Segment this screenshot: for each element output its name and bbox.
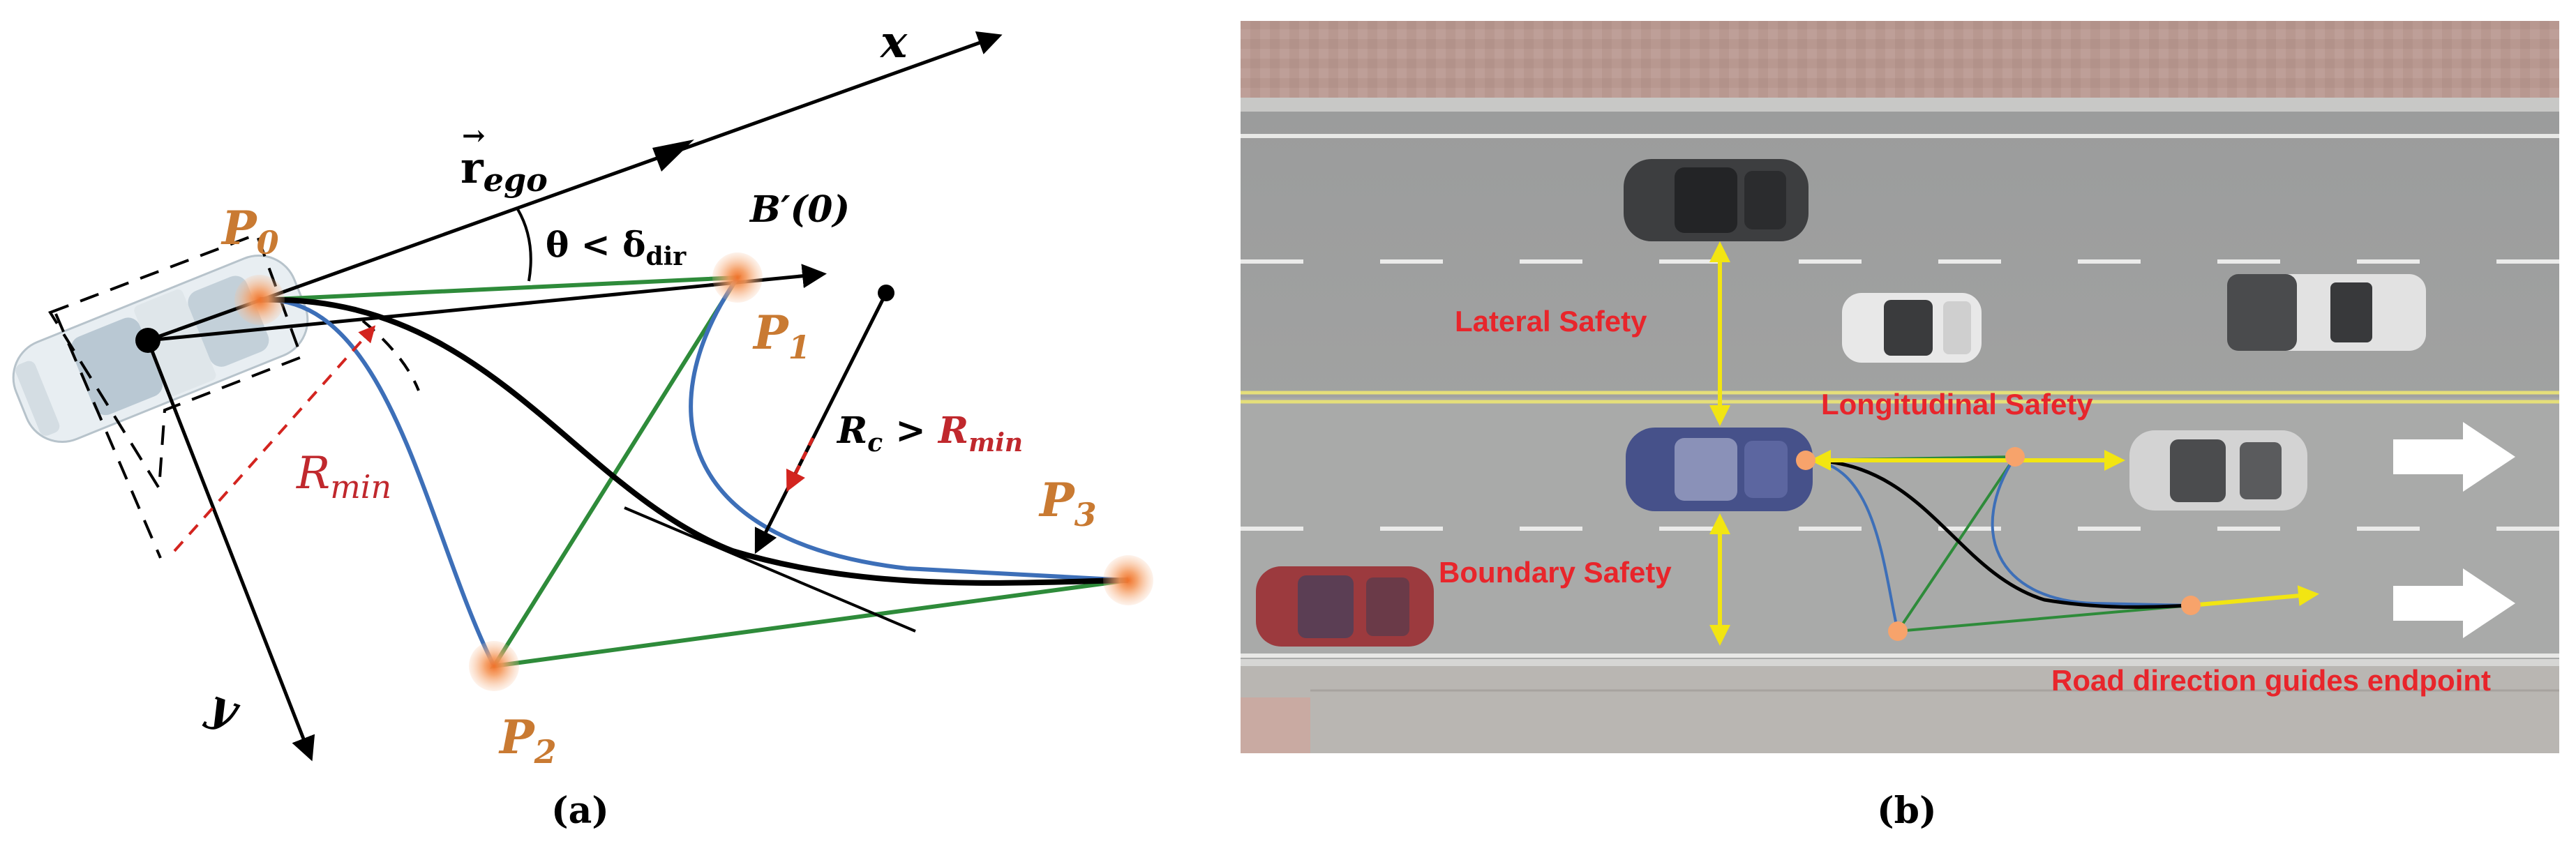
point-p1-label: P1 [752, 305, 811, 366]
panel-a-caption: (a) [551, 790, 609, 832]
road-direction-label: Road direction guides endpoint [2051, 664, 2491, 697]
x-axis-label: x [879, 16, 908, 68]
boundary-safety-label: Boundary Safety [1439, 556, 1672, 589]
panel-b-caption: (b) [1877, 790, 1937, 832]
tangent-label: B′(0) [749, 188, 850, 231]
bezier-curve-blue-2 [689, 276, 1129, 582]
point-p2-label: P2 [498, 710, 557, 771]
car-icon [2227, 274, 2426, 351]
point-p0-label: P0 [220, 201, 279, 262]
vehicle-footprint [48, 232, 304, 493]
point-p3-marker [1103, 555, 1153, 605]
main-trajectory-b [1805, 458, 2192, 609]
sidewalk-bottom [1241, 666, 2559, 753]
x-axis [147, 31, 1003, 342]
sidewalk-top [1241, 21, 2559, 99]
point-b-marker [1796, 451, 1815, 470]
rc-label: Rc > Rmin [836, 409, 1023, 458]
rmin-arrow [173, 325, 376, 552]
road-arrow-icon [2393, 568, 2515, 638]
panel-b: Lateral Safety Longitudinal Safety Bound… [1241, 21, 2559, 832]
tangent-arrow [147, 264, 827, 342]
car-icon [1842, 293, 1982, 363]
car-icon [1624, 159, 1809, 241]
ego-car-blue-icon [1626, 428, 1813, 511]
road-lane-right [1241, 398, 2559, 663]
curvature-tangent [624, 506, 916, 633]
curvature-radius [754, 292, 888, 554]
car-icon [2129, 430, 2307, 511]
rmin-label: Rmin [296, 448, 391, 506]
point-b-marker [2181, 596, 2201, 615]
ego-vector-overarrow: → [462, 119, 486, 152]
curb-bottom [1241, 659, 2559, 667]
ego-vector-arrowhead [652, 139, 694, 172]
main-trajectory [259, 296, 1129, 586]
point-b-marker [1888, 621, 1908, 641]
point-p2-marker [469, 641, 519, 691]
y-axis-label: y [201, 678, 247, 737]
car-icon [1256, 566, 1434, 647]
point-p3-label: P3 [1038, 473, 1097, 534]
curvature-radius-red [786, 437, 815, 492]
bezier-curve-blue-1 [259, 297, 496, 667]
road-arrow-icon [2393, 422, 2515, 492]
control-polygon [259, 275, 1129, 669]
bezier-curve-blue-b2 [1991, 455, 2192, 607]
curb-top [1241, 98, 2559, 113]
angle-arc [516, 209, 532, 282]
angle-label: θ < δdir [546, 224, 687, 271]
point-p0-marker [234, 275, 285, 325]
footprint-left-edge [54, 313, 162, 559]
road-direction-arrow [2190, 585, 2319, 607]
y-axis [146, 340, 315, 762]
panel-a: x y rego → θ < δdir B′(0) Rc > Rmin Rmin… [12, 16, 1153, 832]
ego-vector-label: rego [460, 142, 548, 199]
sidewalk-bottom-corner [1241, 697, 1310, 753]
longitudinal-safety-label: Longitudinal Safety [1821, 388, 2093, 421]
ego-origin [135, 328, 160, 353]
point-p1-marker [712, 252, 763, 303]
point-b-marker [2005, 447, 2025, 467]
lateral-safety-label: Lateral Safety [1455, 305, 1647, 338]
